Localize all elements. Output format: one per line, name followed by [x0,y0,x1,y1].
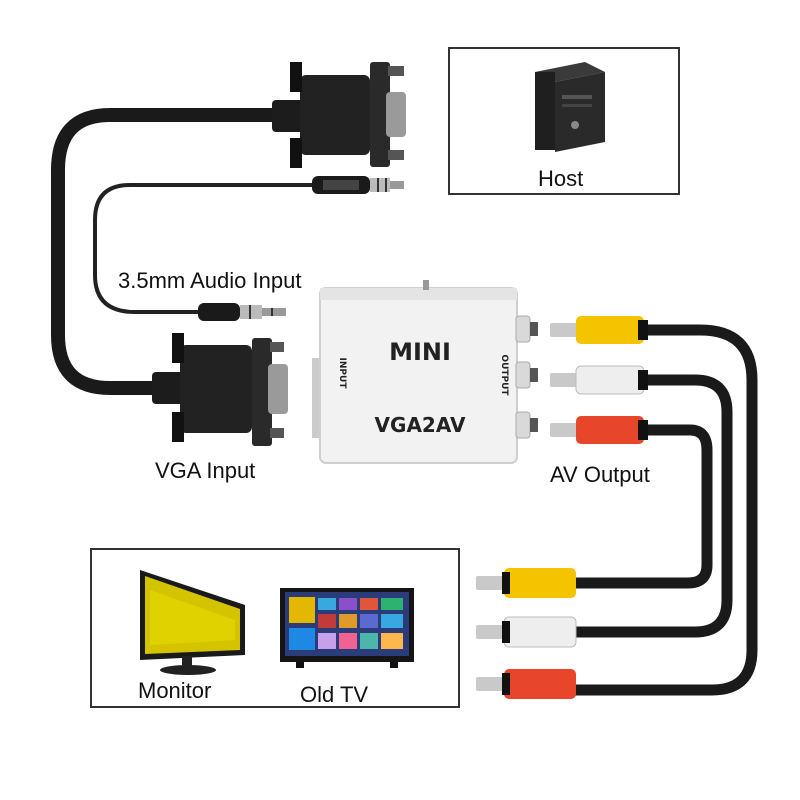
audio-input-label: 3.5mm Audio Input [118,268,302,293]
rca-cable-red [575,424,713,589]
rca-plug-white-display [476,616,577,648]
converter-device [312,280,538,464]
pc-tower-icon [535,62,605,152]
vga-input-label: VGA Input [155,458,256,483]
rca-cable-yellow [575,324,758,696]
device-brand-label: MINI [389,338,451,366]
monitor-label: Monitor [138,678,212,703]
vga-cable [51,108,307,395]
device-output-port-label: OUTPUT [499,354,509,396]
audio-cable [93,183,320,314]
device-model-label: VGA2AV [375,413,466,437]
rca-plug-red-display [476,669,576,699]
rca-plug-red-device [550,416,648,444]
monitor-icon [140,570,245,675]
audio-plug-bottom [198,303,286,321]
old-tv-label: Old TV [300,682,369,707]
rca-plug-yellow-display [476,568,576,598]
vga-connector-bottom [152,333,288,446]
device-input-port-label: INPUT [337,358,347,390]
audio-plug-top [312,176,404,194]
rca-plug-yellow-device [550,316,648,344]
vga-connector-top [272,62,406,168]
host-label: Host [538,166,584,191]
rca-plug-white-device [550,365,648,395]
rca-cable-white [575,374,733,638]
av-output-label: AV Output [550,462,650,487]
old-tv-icon [280,588,414,668]
